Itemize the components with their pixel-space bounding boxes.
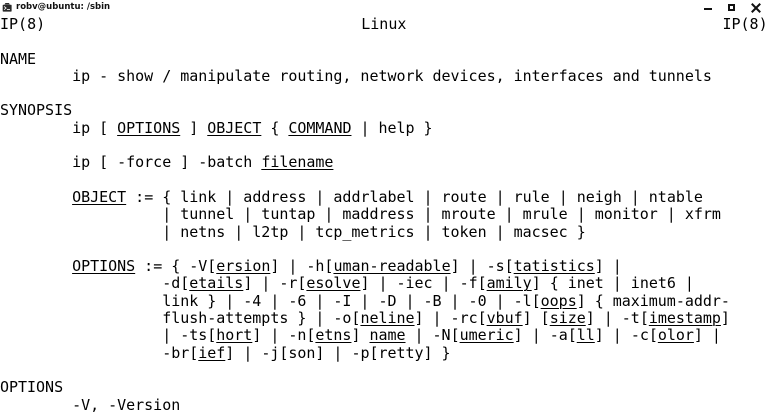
options-detail-line-1: -V, -Version bbox=[0, 395, 181, 414]
terminal-icon bbox=[2, 3, 12, 12]
options-line-1: OPTIONS := { -V[ersion] | -h[uman-readab… bbox=[72, 257, 622, 276]
manpage-running-header: IP(8) Linux IP(8) bbox=[0, 16, 768, 33]
minimize-button[interactable] bbox=[703, 3, 713, 13]
name-description-line: ip - show / manipulate routing, network … bbox=[0, 66, 712, 85]
blank-line bbox=[0, 172, 768, 189]
token-oops: oops bbox=[540, 291, 577, 310]
options-line-3: link } | -4 | -6 | -I | -D | -B | -0 | -… bbox=[0, 291, 730, 310]
token-vbuf: vbuf bbox=[486, 309, 523, 328]
header-pad-2 bbox=[406, 16, 722, 33]
token-uman-readable: uman-readable bbox=[333, 257, 451, 276]
token-ersion: ersion bbox=[216, 257, 271, 276]
blank-line bbox=[0, 85, 768, 102]
blank-line bbox=[0, 137, 768, 154]
blank-line bbox=[0, 33, 768, 50]
token-hort: hort bbox=[216, 326, 253, 345]
token-etns: etns bbox=[315, 326, 352, 345]
synopsis-line-1: ip [ OPTIONS ] OBJECT { COMMAND | help } bbox=[0, 118, 433, 137]
token-imestamp: imestamp bbox=[648, 309, 721, 328]
header-pad-1 bbox=[45, 16, 361, 33]
token-name: name bbox=[369, 326, 406, 345]
options-line-4: flush-attempts } | -o[neline] | -rc[vbuf… bbox=[0, 309, 730, 328]
token-amily: amily bbox=[486, 274, 532, 293]
token-object-def[interactable]: OBJECT bbox=[72, 187, 127, 206]
man-page-content[interactable]: IP(8) Linux IP(8) NAME ip - show / manip… bbox=[0, 16, 768, 416]
header-center: Linux bbox=[361, 16, 407, 33]
options-line-6: -br[ief] | -j[son] | -p[retty] } bbox=[0, 343, 451, 362]
object-line-2: | tunnel | tuntap | maddress | mroute | … bbox=[0, 205, 721, 224]
options-line-2: -d[etails] | -r[esolve] | -iec | -f[amil… bbox=[0, 274, 694, 293]
window-title: robv@ubuntu: /sbin bbox=[16, 2, 111, 12]
token-options[interactable]: OPTIONS bbox=[117, 118, 181, 137]
header-right: IP(8) bbox=[722, 16, 768, 33]
titlebar-left: robv@ubuntu: /sbin bbox=[2, 2, 110, 13]
header-left: IP(8) bbox=[0, 16, 46, 33]
token-umeric: umeric bbox=[459, 326, 514, 345]
token-command[interactable]: COMMAND bbox=[288, 118, 352, 137]
blank-line bbox=[0, 241, 768, 258]
options-line-5: | -ts[hort] | -n[etns] name | -N[umeric]… bbox=[0, 326, 721, 345]
window-titlebar[interactable]: robv@ubuntu: /sbin bbox=[0, 0, 768, 16]
token-esolve: esolve bbox=[306, 274, 361, 293]
blank-line bbox=[0, 362, 768, 379]
section-heading-options: OPTIONS bbox=[0, 378, 64, 397]
token-olor: olor bbox=[657, 326, 694, 345]
token-object[interactable]: OBJECT bbox=[207, 118, 262, 137]
token-neline: neline bbox=[360, 309, 415, 328]
token-options-def[interactable]: OPTIONS bbox=[72, 257, 136, 276]
token-ief: ief bbox=[198, 343, 226, 362]
token-size: size bbox=[549, 309, 586, 328]
token-ll: ll bbox=[576, 326, 595, 345]
maximize-button[interactable] bbox=[727, 3, 737, 13]
object-line-1: OBJECT := { link | address | addrlabel |… bbox=[72, 187, 703, 206]
close-button[interactable] bbox=[751, 3, 761, 13]
token-tatistics: tatistics bbox=[513, 257, 595, 276]
window-controls bbox=[703, 3, 766, 13]
token-etails: etails bbox=[189, 274, 244, 293]
section-heading-name: NAME bbox=[0, 49, 37, 68]
section-heading-synopsis: SYNOPSIS bbox=[0, 101, 73, 120]
token-filename[interactable]: filename bbox=[261, 153, 334, 172]
object-line-3: | netns | l2tp | tcp_metrics | token | m… bbox=[0, 222, 586, 241]
synopsis-line-2: ip [ -force ] -batch filename bbox=[0, 153, 334, 172]
